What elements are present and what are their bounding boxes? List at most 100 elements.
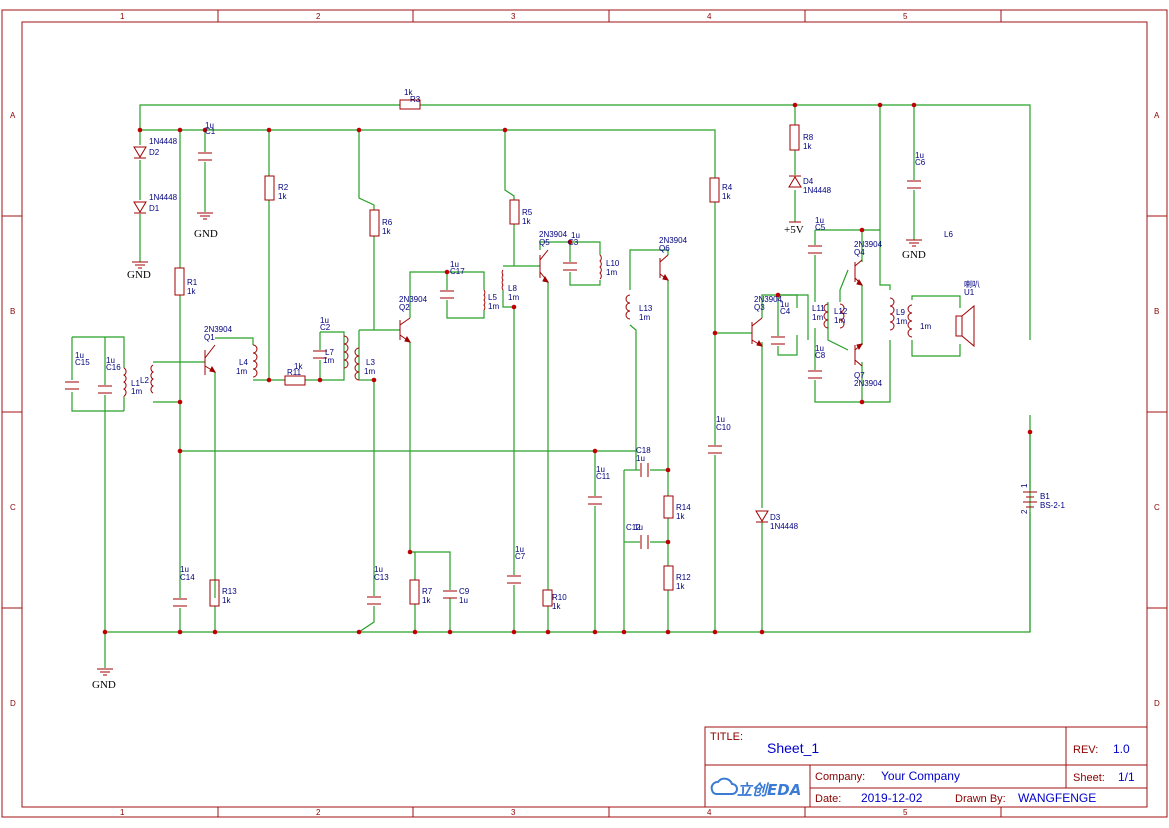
designator: C1 bbox=[205, 127, 216, 136]
inductors bbox=[122, 254, 913, 397]
designator-value: 1u bbox=[180, 565, 189, 574]
row-label: C bbox=[1154, 503, 1160, 512]
designator: Q4 bbox=[854, 248, 865, 257]
designator: Q2 bbox=[399, 303, 410, 312]
designator-value: 1k bbox=[552, 602, 561, 611]
resistor-r7 bbox=[409, 579, 420, 605]
designator: C16 bbox=[106, 363, 121, 372]
gnd-symbol-4 bbox=[97, 668, 113, 676]
designator: Q6 bbox=[659, 244, 670, 253]
designator: R1 bbox=[187, 278, 198, 287]
col-label: 1 bbox=[120, 808, 125, 817]
sheet-title: Sheet_1 bbox=[767, 740, 819, 756]
designator: Q3 bbox=[754, 303, 765, 312]
designator-value: 1m bbox=[834, 316, 845, 325]
designator-value: 1m bbox=[896, 317, 907, 326]
designator-value: 2N3904 bbox=[539, 230, 568, 239]
designator-value: 1m bbox=[639, 313, 650, 322]
row-label: B bbox=[10, 307, 15, 316]
inductor-l2 bbox=[150, 364, 155, 394]
transistor-q3 bbox=[751, 317, 764, 347]
designator-value: 1u bbox=[716, 415, 725, 424]
capacitors bbox=[65, 152, 921, 607]
capacitor-c8 bbox=[808, 370, 822, 379]
designator: R4 bbox=[722, 183, 733, 192]
designator-value: 1u bbox=[106, 356, 115, 365]
designator: D2 bbox=[149, 148, 160, 157]
designator-value: 1m bbox=[236, 367, 247, 376]
rev-key: REV: bbox=[1073, 744, 1098, 756]
designator: U1 bbox=[964, 288, 975, 297]
col-label: 5 bbox=[903, 808, 908, 817]
transistor-q2 bbox=[399, 317, 412, 343]
designator-value: 1N4448 bbox=[770, 522, 799, 531]
designator-value: 2N3904 bbox=[854, 379, 883, 388]
gnd-symbol-1 bbox=[132, 261, 148, 269]
company-key: Company: bbox=[815, 771, 865, 783]
col-label: 5 bbox=[903, 12, 908, 21]
cloud-icon bbox=[710, 777, 738, 795]
gnd-label: GND bbox=[902, 249, 926, 261]
resistor-r1 bbox=[174, 267, 185, 296]
designator-value: 1k bbox=[676, 582, 685, 591]
designator-value: 1u bbox=[205, 121, 214, 130]
inductor-l10 bbox=[599, 254, 602, 280]
designator: C2 bbox=[320, 323, 331, 332]
designator: C11 bbox=[596, 472, 611, 481]
designator-value: 2N3904 bbox=[754, 295, 783, 304]
title-key: TITLE: bbox=[710, 731, 743, 743]
resistor-r8 bbox=[789, 124, 800, 151]
pin-number: 2 bbox=[1020, 509, 1029, 514]
diode-d2 bbox=[133, 146, 147, 159]
capacitor-c13 bbox=[367, 596, 381, 605]
gnd-symbol-2 bbox=[197, 212, 213, 220]
capacitor-c4 bbox=[771, 336, 785, 345]
designator: R8 bbox=[803, 133, 814, 142]
designator: L13 bbox=[639, 304, 653, 313]
designator: D1 bbox=[149, 204, 160, 213]
capacitor-c1 bbox=[198, 152, 212, 161]
designator-value: 1k bbox=[722, 192, 731, 201]
col-label: 2 bbox=[316, 808, 321, 817]
transistor-q4 bbox=[854, 259, 864, 286]
logo-text: 立创EDA bbox=[737, 781, 801, 799]
component-labels: 1k R3 1N4448 D2 1N4448 D1 1u C1 R2 1k R6… bbox=[75, 88, 1065, 611]
designator: L5 bbox=[488, 293, 497, 302]
designator-value: 1k bbox=[803, 142, 812, 151]
designator-value: 1k bbox=[278, 192, 287, 201]
capacitor-c10 bbox=[708, 445, 722, 454]
resistor-r5 bbox=[509, 199, 520, 225]
capacitor-c9 bbox=[443, 590, 457, 599]
inductor-l8 bbox=[501, 269, 504, 291]
designator: L9 bbox=[896, 308, 905, 317]
designator-value: 1u bbox=[596, 465, 605, 474]
inductor-l4 bbox=[252, 344, 258, 378]
transistor-q7 bbox=[854, 343, 864, 367]
designator-value: 1u bbox=[515, 545, 524, 554]
designator: L3 bbox=[366, 358, 375, 367]
designator-value: 1u bbox=[75, 351, 84, 360]
designator: C3 bbox=[568, 238, 579, 247]
resistor-r12 bbox=[663, 565, 674, 591]
title-block: TITLE: Sheet_1 REV: 1.0 Company: Your Co… bbox=[704, 726, 1148, 808]
date-key: Date: bbox=[815, 793, 841, 805]
designator: L4 bbox=[239, 358, 248, 367]
transistor-q1 bbox=[204, 344, 217, 375]
designator: R14 bbox=[676, 503, 691, 512]
designator-value: 1N4448 bbox=[149, 137, 178, 146]
inductor-l11 bbox=[823, 303, 829, 329]
gnd-label: GND bbox=[194, 228, 218, 240]
row-label: B bbox=[1154, 307, 1159, 316]
designator-value: 1u bbox=[459, 596, 468, 605]
row-label: A bbox=[10, 111, 16, 120]
resistor-r11 bbox=[284, 375, 306, 386]
designator-value: 1u bbox=[374, 565, 383, 574]
resistor-r13 bbox=[209, 579, 220, 607]
designator-value: 1u bbox=[815, 216, 824, 225]
designator-value: 1u bbox=[634, 523, 643, 532]
col-label: 4 bbox=[707, 12, 712, 21]
resistor-r3 bbox=[399, 99, 421, 110]
designator-value: 2N3904 bbox=[399, 295, 428, 304]
battery-b1 bbox=[1023, 491, 1037, 508]
